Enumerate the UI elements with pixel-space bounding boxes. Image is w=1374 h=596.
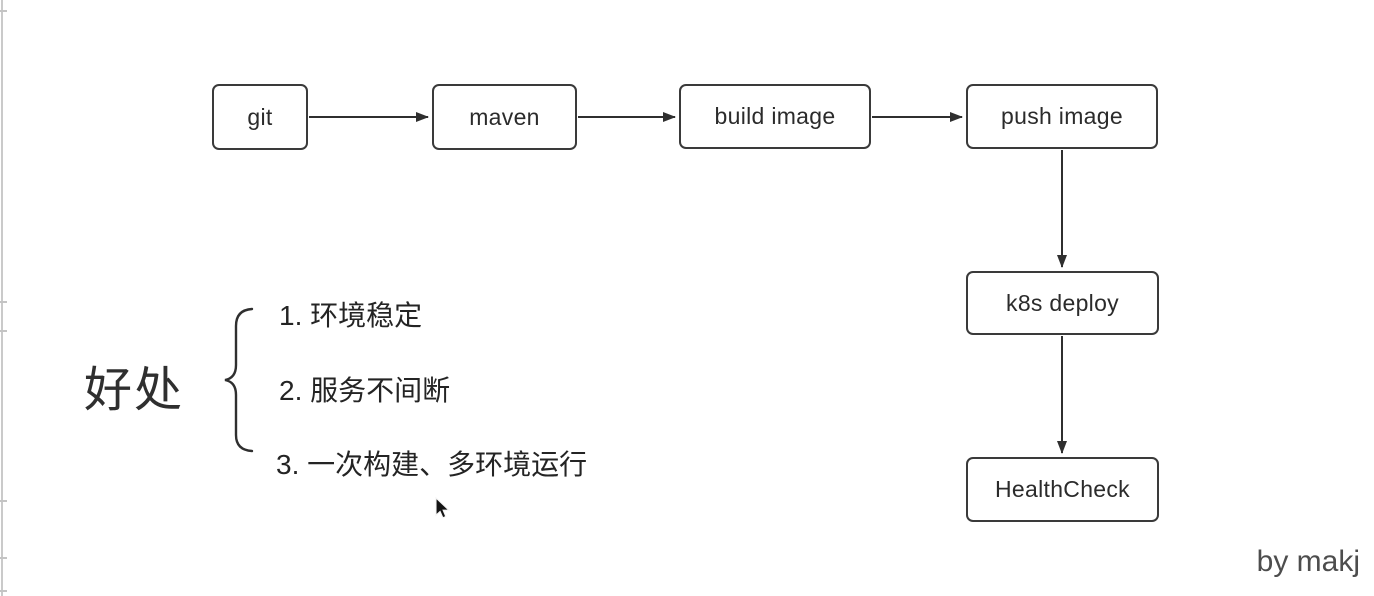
node-maven: maven <box>432 84 577 150</box>
node-build-image: build image <box>679 84 871 149</box>
benefit-item-3: 3. 一次构建、多环境运行 <box>276 449 588 480</box>
node-healthcheck: HealthCheck <box>966 457 1159 522</box>
benefits-brace <box>224 307 254 453</box>
mouse-cursor-icon <box>435 496 451 519</box>
benefit-item-2: 2. 服务不间断 <box>279 375 451 406</box>
ruler-tick <box>0 500 7 502</box>
left-ruler-edge <box>1 0 3 596</box>
node-maven-label: maven <box>469 103 540 130</box>
node-push-image-label: push image <box>1001 103 1123 129</box>
node-k8s-deploy-label: k8s deploy <box>1006 289 1119 316</box>
ruler-tick <box>0 301 7 303</box>
node-build-image-label: build image <box>714 103 836 129</box>
ruler-tick <box>0 10 7 12</box>
ruler-tick <box>0 590 7 592</box>
author-signature: by makj <box>1256 545 1360 578</box>
node-git: git <box>212 84 308 150</box>
ruler-tick <box>0 557 7 559</box>
node-k8s-deploy: k8s deploy <box>966 271 1159 335</box>
node-git-label: git <box>247 103 273 130</box>
node-healthcheck-label: HealthCheck <box>995 476 1130 502</box>
benefits-heading: 好处 <box>84 364 185 417</box>
benefit-item-1: 1. 环境稳定 <box>279 300 423 331</box>
ruler-tick <box>0 330 7 332</box>
node-push-image: push image <box>966 84 1158 149</box>
